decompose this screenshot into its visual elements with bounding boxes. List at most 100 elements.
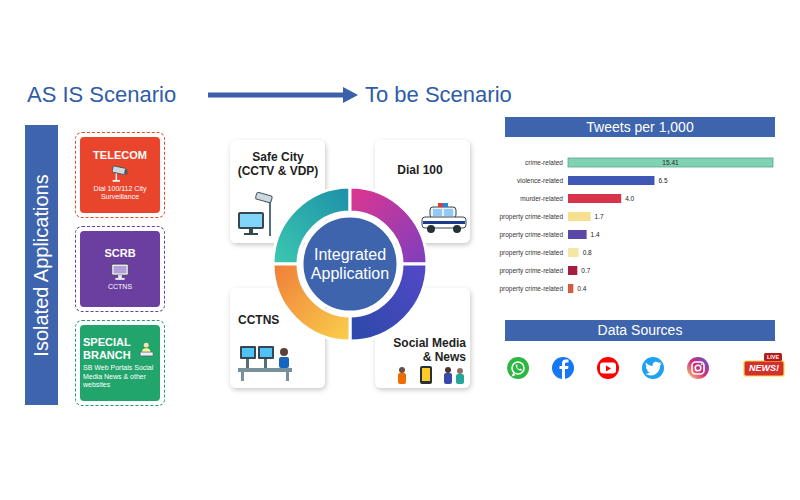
icon-disc: [597, 357, 619, 379]
bar-value: 15.41: [568, 158, 773, 167]
icon-frame: [600, 363, 616, 374]
news-badge-text: NEWS!: [744, 361, 784, 376]
node-text: Isolated Applications: [30, 174, 53, 356]
icon-phone: [516, 364, 522, 370]
bar-value: 0.4: [577, 284, 586, 293]
bar: [568, 230, 587, 239]
siren-red: [438, 203, 443, 207]
bar: [568, 194, 621, 203]
car-window: [433, 209, 442, 216]
wheel: [427, 225, 435, 233]
node-text: TELECOM: [93, 149, 147, 162]
app-icon: [108, 262, 132, 281]
bar-chart: [568, 158, 773, 293]
desk-leg: [286, 372, 289, 381]
app-icon: [108, 164, 132, 183]
app-fill: TELECOM Dial 100/112 City Surveillance: [80, 137, 160, 213]
monitor-screen: [242, 348, 254, 357]
module-card: CCTNS: [230, 288, 325, 388]
live-badge: [764, 353, 782, 361]
bar-category: crime-related: [525, 158, 563, 167]
facebook-icon: [552, 357, 574, 379]
app-icon-shape: [112, 264, 129, 280]
node-text: SCRB: [104, 247, 135, 260]
app-heading-row: SPECIAL BRANCH: [83, 336, 157, 362]
monitor-screen: [240, 214, 262, 227]
node-text: Safe City (CCTV & VDP): [234, 150, 322, 178]
scenario-arrow: [208, 93, 343, 98]
person-head: [445, 367, 451, 373]
bar: [568, 158, 773, 167]
node-text: Dial 100/112 City Surveillance: [84, 185, 156, 202]
car-window: [444, 209, 453, 216]
person-head: [457, 368, 463, 374]
node-text: Dial 100: [385, 163, 455, 177]
social-illustration: [398, 366, 464, 384]
monitor-base: [244, 233, 258, 235]
bar-value: 4.0: [625, 194, 634, 203]
car-roof: [430, 207, 456, 218]
app-box: TELECOM Dial 100/112 City Surveillance: [75, 132, 165, 218]
icon-disc: [687, 357, 709, 379]
monitor-stand: [249, 229, 253, 233]
bar-category: property crime-related: [499, 212, 563, 221]
group-bar: Isolated Applications: [25, 125, 58, 405]
bar-category: property crime-related: [499, 230, 563, 239]
header-bar: Data Sources: [505, 320, 775, 341]
desk-leg: [241, 372, 244, 381]
card-backgrounds: [230, 140, 470, 388]
scenario-heading: AS IS Scenario: [27, 81, 176, 109]
police-car-illustration: [422, 203, 466, 233]
live-badge-text: LIVE: [764, 353, 782, 361]
news-badge: [744, 361, 784, 376]
wheel: [453, 225, 461, 233]
news-icon: [744, 353, 784, 376]
safe-city-illustration: [238, 192, 273, 236]
icon-tail: [512, 373, 516, 377]
bar-value: 0.8: [583, 248, 592, 257]
instagram-icon: [687, 357, 709, 379]
app-fill: SCRBCCTNS: [80, 231, 160, 307]
car-stripe: [423, 221, 465, 224]
node-text: CCTNS: [238, 313, 286, 327]
bar-value: 1.7: [595, 212, 604, 221]
bar: [568, 212, 591, 221]
operator-head: [280, 348, 288, 356]
icon-glyph: [560, 360, 569, 380]
bar-category: property crime-related: [499, 284, 563, 293]
operator-body: [279, 357, 289, 368]
bar-category: property crime-related: [499, 266, 563, 275]
app-icon-shape: [112, 165, 127, 181]
bar-value: 6.5: [658, 176, 667, 185]
twitter-icon: [642, 357, 664, 379]
node-text: Tweets per 1,000: [505, 117, 775, 137]
node-text: SB Web Portals Social Media News & other…: [83, 364, 157, 390]
bar-value: 0.7: [581, 266, 590, 275]
cctv-camera: [255, 192, 272, 203]
icon-lens: [695, 365, 701, 371]
person-body: [444, 373, 452, 384]
hub-disc: [302, 216, 398, 312]
youtube-icon: [597, 357, 619, 379]
monitor: [238, 212, 264, 229]
monitor: [258, 346, 274, 359]
bar: [568, 248, 579, 257]
icon-disc: [552, 357, 574, 379]
siren-blue: [443, 203, 448, 207]
node-text: Data Sources: [505, 320, 775, 340]
monitor-screen: [260, 348, 272, 357]
node-text: SPECIAL BRANCH: [83, 336, 137, 362]
bar-category: property crime-related: [499, 248, 563, 257]
scenario-heading: To be Scenario: [365, 81, 512, 109]
hub-circle-shape: [300, 214, 400, 314]
control-room-illustration: [238, 346, 292, 381]
hub-circle: Integrated Application: [300, 214, 400, 314]
icon-play: [606, 366, 611, 372]
phone: [420, 366, 432, 384]
bar-category: violence-related: [517, 176, 563, 185]
bar: [568, 176, 654, 185]
icon-dot: [701, 363, 703, 365]
desk: [238, 368, 292, 372]
icon-disc: [642, 357, 664, 379]
